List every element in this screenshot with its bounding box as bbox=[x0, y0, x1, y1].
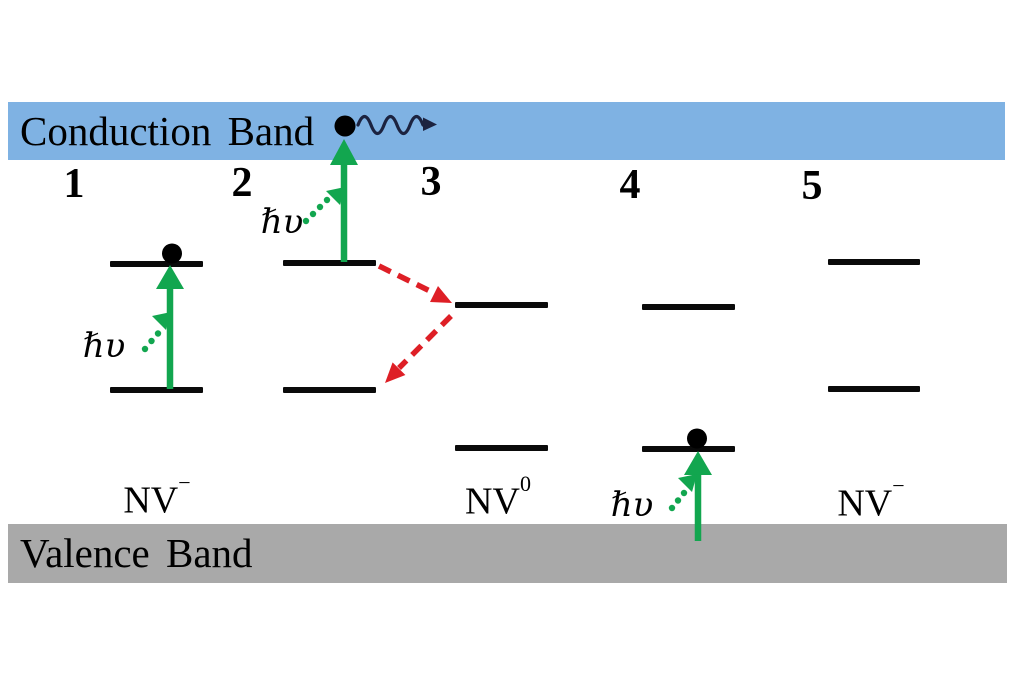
photon-label-stage2: ℏυ bbox=[260, 202, 304, 242]
level-stage2-excited bbox=[283, 260, 376, 266]
species-base: NV bbox=[837, 482, 893, 525]
photon-dot bbox=[680, 489, 688, 497]
photon-arrow-barb bbox=[152, 312, 171, 330]
species-charge: − bbox=[892, 472, 905, 498]
photon-dot bbox=[302, 217, 310, 225]
species-label-stage5: NV− bbox=[837, 474, 904, 525]
photon-arrow-barb bbox=[326, 187, 345, 205]
arrow-head bbox=[156, 265, 184, 289]
level-stage3-lower bbox=[455, 445, 548, 451]
photon-dot bbox=[141, 345, 149, 353]
dashed-shaft bbox=[397, 314, 453, 370]
dashed-shaft bbox=[377, 263, 438, 297]
level-stage1-excited bbox=[110, 261, 203, 267]
conduction-band-label: Conduction Band bbox=[20, 107, 315, 154]
valence-band-label: Valence Band bbox=[20, 530, 253, 576]
conversion-arrow-lower bbox=[385, 314, 453, 383]
level-stage4-upper bbox=[642, 304, 735, 310]
photon-dot bbox=[674, 497, 682, 504]
stage-number-5: 5 bbox=[801, 163, 823, 209]
photon-dot bbox=[668, 504, 676, 512]
stage-number-4: 4 bbox=[619, 162, 641, 208]
arrow-head bbox=[385, 362, 406, 383]
photon-dot bbox=[154, 330, 162, 337]
level-stage3-upper bbox=[455, 302, 548, 308]
species-base: NV bbox=[123, 479, 179, 522]
level-stage2-ground bbox=[283, 387, 376, 393]
stage-number-2: 2 bbox=[231, 160, 253, 206]
photon-dot bbox=[316, 203, 324, 211]
valence-band: Valence Band bbox=[8, 524, 1007, 583]
level-stage5-excited bbox=[828, 259, 920, 265]
conduction-band: Conduction Band bbox=[8, 102, 1005, 160]
photon-arrow-stage4 bbox=[668, 474, 697, 512]
level-stage1-ground bbox=[110, 387, 203, 393]
species-charge: − bbox=[178, 469, 191, 495]
arrow-head bbox=[430, 286, 452, 303]
photon-arrow-stage1 bbox=[141, 312, 171, 353]
stage-number-3: 3 bbox=[420, 159, 442, 205]
excitation-arrow-stage1 bbox=[156, 265, 184, 389]
level-stage4-lower bbox=[642, 446, 735, 452]
photon-label-stage1: ℏυ bbox=[82, 326, 126, 366]
photon-dot bbox=[323, 196, 331, 204]
species-charge: 0 bbox=[519, 470, 531, 496]
photon-dot bbox=[148, 337, 155, 345]
photon-arrow-stage2 bbox=[302, 187, 345, 225]
photon-arrow-barb bbox=[678, 474, 697, 492]
species-base: NV bbox=[465, 480, 520, 523]
species-label-stage3: NV0 bbox=[465, 472, 531, 523]
species-label-stage1: NV− bbox=[123, 471, 190, 522]
level-stage5-ground bbox=[828, 386, 920, 392]
photon-label-stage4: ℏυ bbox=[610, 485, 654, 525]
conversion-arrow-upper bbox=[377, 263, 452, 303]
stage-number-1: 1 bbox=[63, 161, 85, 207]
photon-dot bbox=[309, 210, 317, 218]
arrow-head bbox=[684, 451, 712, 475]
